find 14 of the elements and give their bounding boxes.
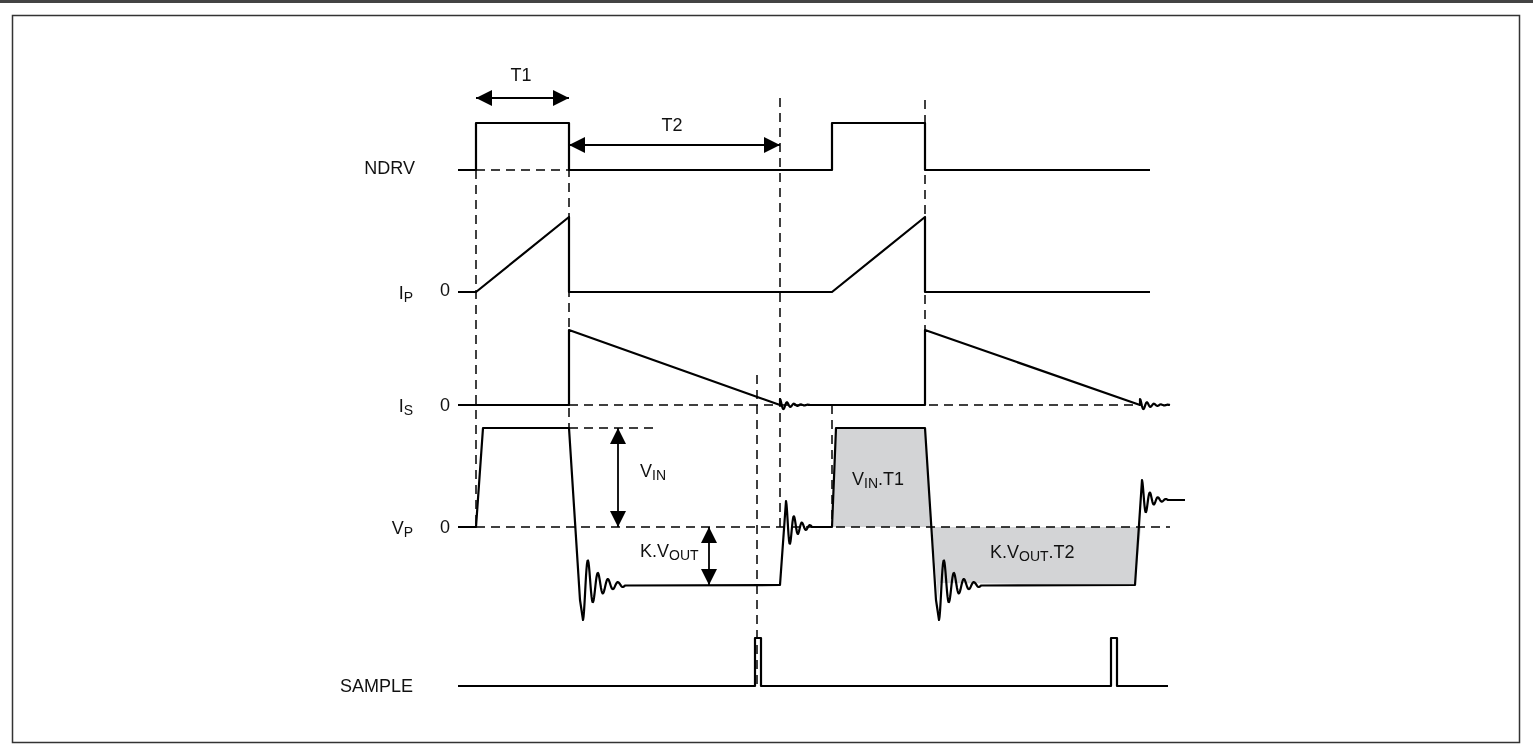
- zero-label: 0: [440, 396, 450, 414]
- signal-label: I$_{P}$: [398, 284, 413, 304]
- signal-label: SAMPLE: [339, 677, 413, 695]
- time-label: T1: [510, 66, 532, 84]
- zero-label: 0: [440, 518, 450, 536]
- signal-label: NDRV: [364, 159, 415, 177]
- area-label: V$_{IN}$.T1: [852, 470, 905, 490]
- voltage-label: K.V$_{OUT}$: [640, 542, 699, 562]
- voltage-label: V$_{IN}$: [640, 462, 666, 482]
- zero-label: 0: [440, 281, 450, 299]
- signal-label: V$_{P}$: [391, 519, 413, 539]
- area-label: K.V$_{OUT}$.T2: [990, 543, 1075, 563]
- signal-label: I$_{S}$: [398, 397, 413, 417]
- time-label: T2: [661, 116, 683, 134]
